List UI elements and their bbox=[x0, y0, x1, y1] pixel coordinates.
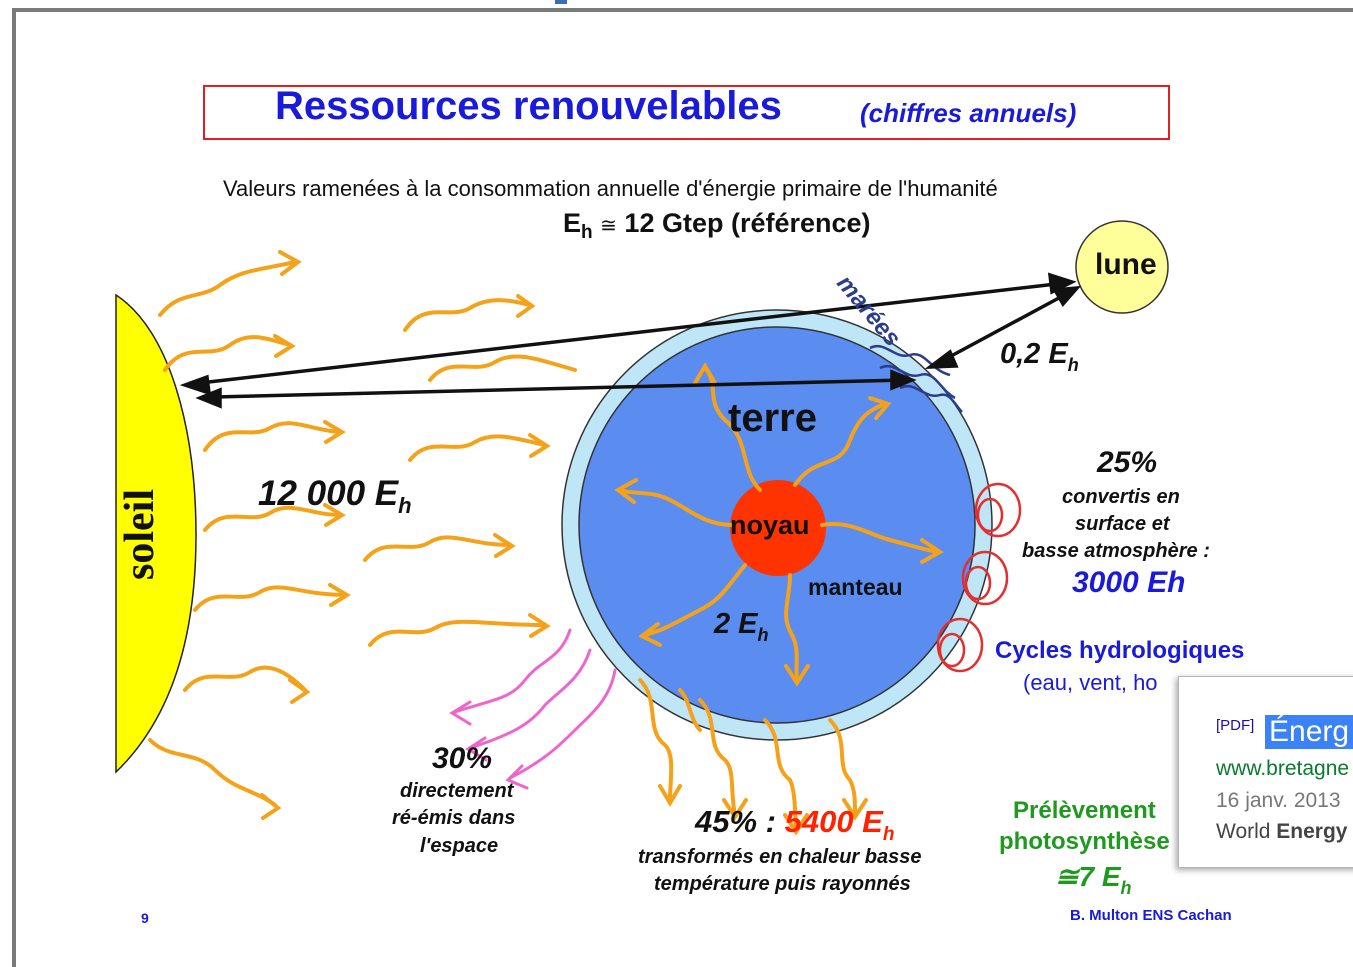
moon-label: lune bbox=[1095, 248, 1157, 281]
converted-text-3: basse atmosphère : bbox=[1022, 540, 1210, 562]
photo-value-index: h bbox=[1120, 878, 1132, 898]
reflected-rays bbox=[449, 628, 617, 790]
core-disk bbox=[730, 480, 826, 576]
reference-symbol: E bbox=[563, 208, 582, 238]
sun-shape bbox=[115, 293, 197, 774]
earth-label: terre bbox=[728, 396, 817, 440]
heat-index: h bbox=[882, 824, 895, 845]
search-result-card[interactable]: [PDF] Énerg www.bretagne 16 janv. 2013 W… bbox=[1178, 676, 1353, 868]
photo-value: ≅7 Eh bbox=[1055, 860, 1132, 898]
core-label: noyau bbox=[730, 510, 810, 540]
slide-title-sub: (chiffres annuels) bbox=[860, 98, 1077, 128]
moon-disk bbox=[1075, 220, 1169, 314]
heat-text-1: transformés en chaleur basse bbox=[638, 846, 922, 868]
sun-energy-index: h bbox=[398, 493, 412, 518]
connection-arrows bbox=[179, 272, 1082, 409]
page-number: 9 bbox=[141, 910, 149, 926]
result-url: www.bretagne bbox=[1216, 757, 1350, 780]
snippet-prefix: World bbox=[1216, 820, 1277, 843]
reference-value: Eh ≅ 12 Gtep (référence) bbox=[563, 208, 871, 243]
geothermal-energy-value: 2 E bbox=[714, 608, 758, 640]
photo-text-1: Prélèvement bbox=[1013, 797, 1156, 824]
tidal-energy-index: h bbox=[1067, 355, 1079, 375]
interior-rays bbox=[614, 362, 944, 687]
slide-subtitle: Valeurs ramenées à la consommation annue… bbox=[223, 176, 998, 201]
heat-rays bbox=[638, 678, 868, 836]
tidal-energy-label: 0,2 Eh bbox=[1000, 338, 1079, 375]
sun-rays bbox=[148, 250, 577, 820]
heat-label: 45% : 5400 Eh bbox=[695, 804, 894, 845]
converted-text-2: surface et bbox=[1075, 513, 1170, 535]
cycles-title: Cycles hydrologiques bbox=[995, 637, 1245, 664]
sun-label: soleil bbox=[117, 489, 163, 580]
approx-sign: ≅ bbox=[600, 215, 617, 237]
converted-text-1: convertis en bbox=[1062, 486, 1180, 508]
title-box bbox=[203, 85, 1170, 140]
result-snippet: World Energy bbox=[1216, 820, 1348, 844]
reflected-text-1: directement bbox=[400, 780, 514, 802]
result-date: 16 janv. 2013 bbox=[1216, 789, 1341, 812]
reference-text: 12 Gtep (référence) bbox=[624, 208, 871, 238]
snippet-bold: Energy bbox=[1276, 820, 1348, 843]
geothermal-energy-label: 2 Eh bbox=[714, 608, 769, 645]
reflected-text-3: l'espace bbox=[420, 835, 499, 857]
reflected-percent: 30% bbox=[432, 742, 493, 775]
tidal-energy-value: 0,2 E bbox=[1000, 338, 1068, 370]
cycles-subtitle: (eau, vent, ho bbox=[1023, 670, 1158, 695]
heat-text-2: température puis rayonnés bbox=[654, 873, 911, 895]
converted-value: 3000 Eh bbox=[1072, 566, 1186, 599]
sun-energy-value: 12 000 E bbox=[258, 474, 399, 513]
reference-index: h bbox=[581, 222, 593, 243]
heat-percent: 45% : bbox=[695, 804, 776, 839]
result-title-link[interactable]: Énerg bbox=[1265, 715, 1353, 749]
photo-text-2: photosynthèse bbox=[999, 828, 1170, 855]
mantle-label: manteau bbox=[808, 574, 903, 600]
sun-energy-label: 12 000 Eh bbox=[258, 474, 412, 518]
reflected-text-2: ré-émis dans bbox=[392, 807, 516, 829]
hydrological-cycles bbox=[936, 482, 1022, 673]
converted-percent: 25% bbox=[1097, 446, 1158, 479]
heat-value: 5400 E bbox=[784, 804, 883, 839]
photo-value-text: ≅7 E bbox=[1055, 861, 1121, 892]
pdf-tag: [PDF] bbox=[1216, 717, 1255, 734]
author-credit: B. Multon ENS Cachan bbox=[1070, 907, 1232, 924]
geothermal-energy-index: h bbox=[757, 625, 769, 645]
slide-title: Ressources renouvelables bbox=[275, 84, 782, 128]
